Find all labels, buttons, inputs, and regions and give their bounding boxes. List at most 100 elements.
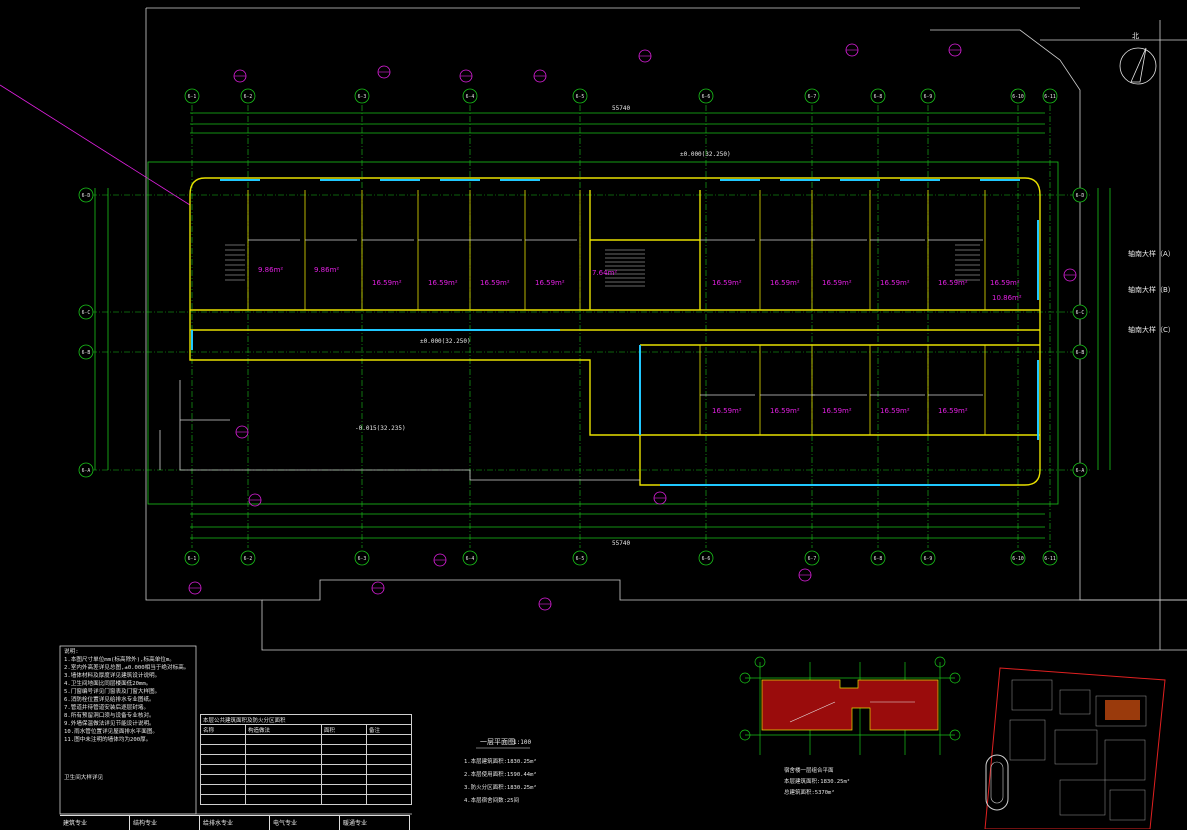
legend-cell <box>245 794 322 805</box>
note-line: 6.消防栓位置详见给排水专业图纸。 <box>64 697 155 703</box>
legend-cell <box>320 734 367 745</box>
grid-bubble-label: 6-1 <box>188 556 197 562</box>
grid-bubble-label: 6-9 <box>924 94 933 100</box>
keyplan-note: 宿舍楼一层组合平面 <box>784 768 834 774</box>
legend-cell <box>365 794 413 805</box>
grid-bubble-label: 6-7 <box>808 94 817 100</box>
legend-title: 本层公共建筑面积及防火分区面积 <box>200 714 412 725</box>
note-line: 7.管道井待管道安装后逐层封堵。 <box>64 705 150 711</box>
note-line: 10.雨水管位置详见屋面排水平面图。 <box>64 729 159 735</box>
legend-cell <box>320 774 367 785</box>
legend-row <box>199 764 413 775</box>
grid-bubble <box>1042 88 1058 104</box>
room-area: 16.59m² <box>770 407 800 415</box>
room-area: 16.59m² <box>480 279 510 287</box>
general-notes: 说明: 1.本图尺寸单位mm(标高除外),标高单位m。 2.室内外高差详见总图,… <box>64 648 192 782</box>
room-area: 16.59m² <box>938 279 968 287</box>
grid-bubble <box>354 88 370 104</box>
grid-bubble <box>184 88 200 104</box>
note-line: 5.门窗编号详见门窗表及门窗大样图。 <box>64 689 161 695</box>
grid-bubble-label: 6-D <box>1076 193 1085 199</box>
elevation-label: ±0.000(32.250) <box>680 151 731 158</box>
legend-cell <box>365 754 413 765</box>
room-area: 16.59m² <box>535 279 565 287</box>
legend-row <box>199 774 413 785</box>
room-area: 16.59m² <box>712 279 742 287</box>
title-block-cell: 电气专业 <box>270 816 340 830</box>
title-block: 建筑专业 结构专业 给排水专业 电气专业 暖通专业 <box>60 815 410 830</box>
grid-bubble-label: 6-5 <box>576 94 585 100</box>
legend-cell <box>245 764 322 775</box>
grid-bubble-label: 6-B <box>1076 350 1085 356</box>
legend-cell <box>320 744 367 755</box>
grid-bubble <box>240 88 256 104</box>
room-area: 16.59m² <box>428 279 458 287</box>
keyplan-note: 本层建筑面积:1830.25m² <box>784 779 851 785</box>
grid-bubble <box>572 550 588 566</box>
note-line: 11.图中未注明的墙体均为200厚。 <box>64 737 152 743</box>
legend-row <box>199 734 413 745</box>
site-location-map <box>984 667 1166 829</box>
grid-bubble <box>1042 550 1058 566</box>
grid-bubble-label: 6-2 <box>244 94 253 100</box>
plan-scale: 1:100 <box>513 739 531 746</box>
legend-row <box>199 744 413 755</box>
grid-bubble-label: 6-B <box>82 350 91 356</box>
grid-bubble <box>462 88 478 104</box>
room-area: 16.59m² <box>880 279 910 287</box>
note-line: 4.卫生间地面比同层楼面低20mm。 <box>64 681 152 687</box>
side-label: 轴南大样（A） <box>1128 249 1175 258</box>
legend-header: 面积 <box>320 724 367 735</box>
legend-header: 名称 <box>199 724 247 735</box>
grid-bubble <box>1010 550 1026 566</box>
dimension-frame <box>94 112 1111 539</box>
grid-bubble-label: 6-4 <box>466 556 475 562</box>
grid-bubble <box>572 88 588 104</box>
grid-bubble-label: 6-A <box>1076 468 1085 474</box>
area-note: 3.防火分区面积:1830.25m² <box>464 785 537 791</box>
legend-cell <box>199 734 247 745</box>
grid-bubble <box>240 550 256 566</box>
room-area: 16.59m² <box>822 279 852 287</box>
room-area: 16.59m² <box>712 407 742 415</box>
keyplan-notes: 宿舍楼一层组合平面 本层建筑面积:1830.25m² 总建筑面积:5370m² <box>784 766 850 799</box>
legend-cell <box>199 764 247 775</box>
overall-dimension: 55740 <box>612 540 630 547</box>
area-note: 2.本层使用面积:1590.44m² <box>464 772 537 778</box>
legend-cell <box>199 774 247 785</box>
legend-cell <box>245 744 322 755</box>
grid-bubble <box>1072 344 1088 360</box>
note-line: 1.本图尺寸单位mm(标高除外),标高单位m。 <box>64 657 175 663</box>
legend-row <box>199 794 413 805</box>
grid-bubble-label: 6-7 <box>808 556 817 562</box>
title-block-cell: 建筑专业 <box>60 816 130 830</box>
room-area: 10.86m² <box>992 294 1022 302</box>
legend-cell <box>365 784 413 795</box>
window-lines <box>191 179 1039 486</box>
legend-cell <box>365 764 413 775</box>
grid-bubble-label: 6-3 <box>358 94 367 100</box>
room-area: 16.59m² <box>822 407 852 415</box>
notes-footer: 卫生间大样详见 <box>64 775 104 781</box>
grid-bubble <box>1010 88 1026 104</box>
terrace-outline <box>159 380 640 481</box>
grid-bubble-label: 6-C <box>1076 310 1085 316</box>
grid-bubble <box>920 550 936 566</box>
legend-header: 备注 <box>365 724 413 735</box>
legend-header: 构造做法 <box>245 724 322 735</box>
room-area: 16.59m² <box>770 279 800 287</box>
legend-cell <box>245 734 322 745</box>
grid-bubble <box>184 550 200 566</box>
north-label: 北 <box>1132 32 1139 40</box>
grid-bubble-label: 6-2 <box>244 556 253 562</box>
legend-cell <box>199 754 247 765</box>
legend-cell <box>320 794 367 805</box>
axis-grid: 6-16-16-26-26-36-36-46-46-56-56-66-66-76… <box>78 88 1090 566</box>
key-plan <box>739 656 961 755</box>
legend-cell <box>199 784 247 795</box>
grid-bubble-label: 6-A <box>82 468 91 474</box>
elevation-label: -0.015(32.235) <box>355 425 406 432</box>
room-area: 16.59m² <box>938 407 968 415</box>
grid-bubble <box>1072 462 1088 478</box>
